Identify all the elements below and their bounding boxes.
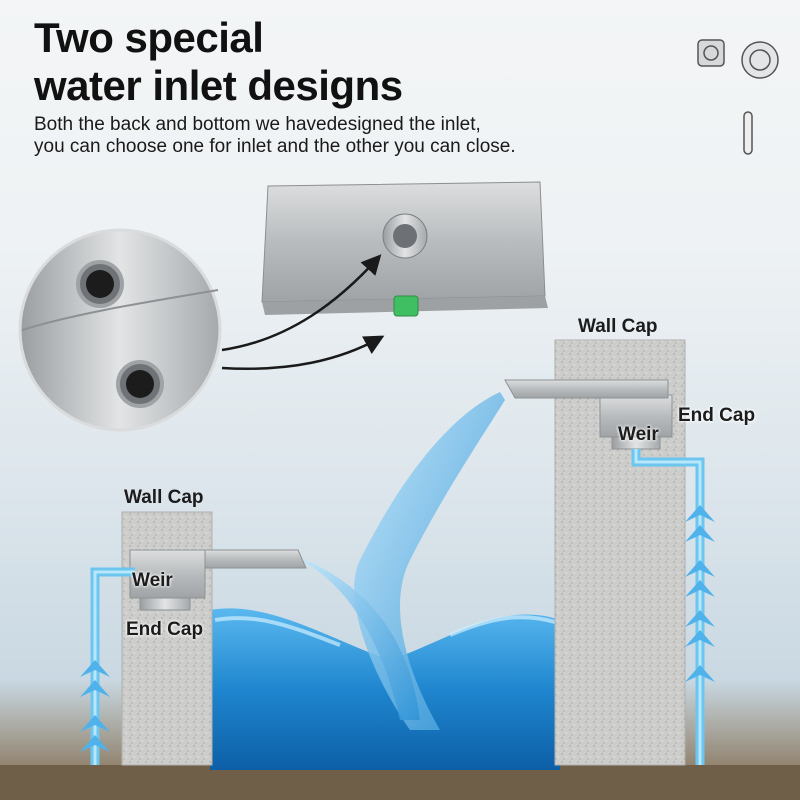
left-spout <box>204 549 307 569</box>
bottom-inlet-plug <box>393 295 419 317</box>
water-pool <box>210 608 560 770</box>
back-inlet-arrow <box>221 254 382 352</box>
title-line-2: water inlet designs <box>34 62 403 109</box>
left-weir-label: Weir <box>132 570 173 591</box>
title-line-1: Two special <box>34 14 264 61</box>
left-flow-arrows-icon <box>80 660 110 752</box>
bottom-inlet-arrow <box>221 335 385 370</box>
right-wall-cap-label: Wall Cap <box>578 316 658 337</box>
ground <box>0 765 800 800</box>
left-wall-cap-label: Wall Cap <box>124 487 204 508</box>
steel-weir-box <box>261 181 548 317</box>
description: Both the back and bottom we havedesigned… <box>34 114 516 158</box>
fittings-icon <box>697 39 779 155</box>
right-weir-label: Weir <box>618 424 659 445</box>
page-title: Two special water inlet designs <box>34 14 403 110</box>
right-spout <box>504 379 669 399</box>
left-end-cap-label: End Cap <box>126 619 204 640</box>
left-water-stream <box>300 560 420 720</box>
inlet-closeup-circle <box>18 228 222 432</box>
right-flow-arrows-icon <box>685 505 715 682</box>
description-line-2: you can choose one for inlet and the oth… <box>34 136 516 157</box>
description-line-1: Both the back and bottom we havedesigned… <box>34 114 481 135</box>
right-end-cap-label: End Cap <box>678 405 756 426</box>
